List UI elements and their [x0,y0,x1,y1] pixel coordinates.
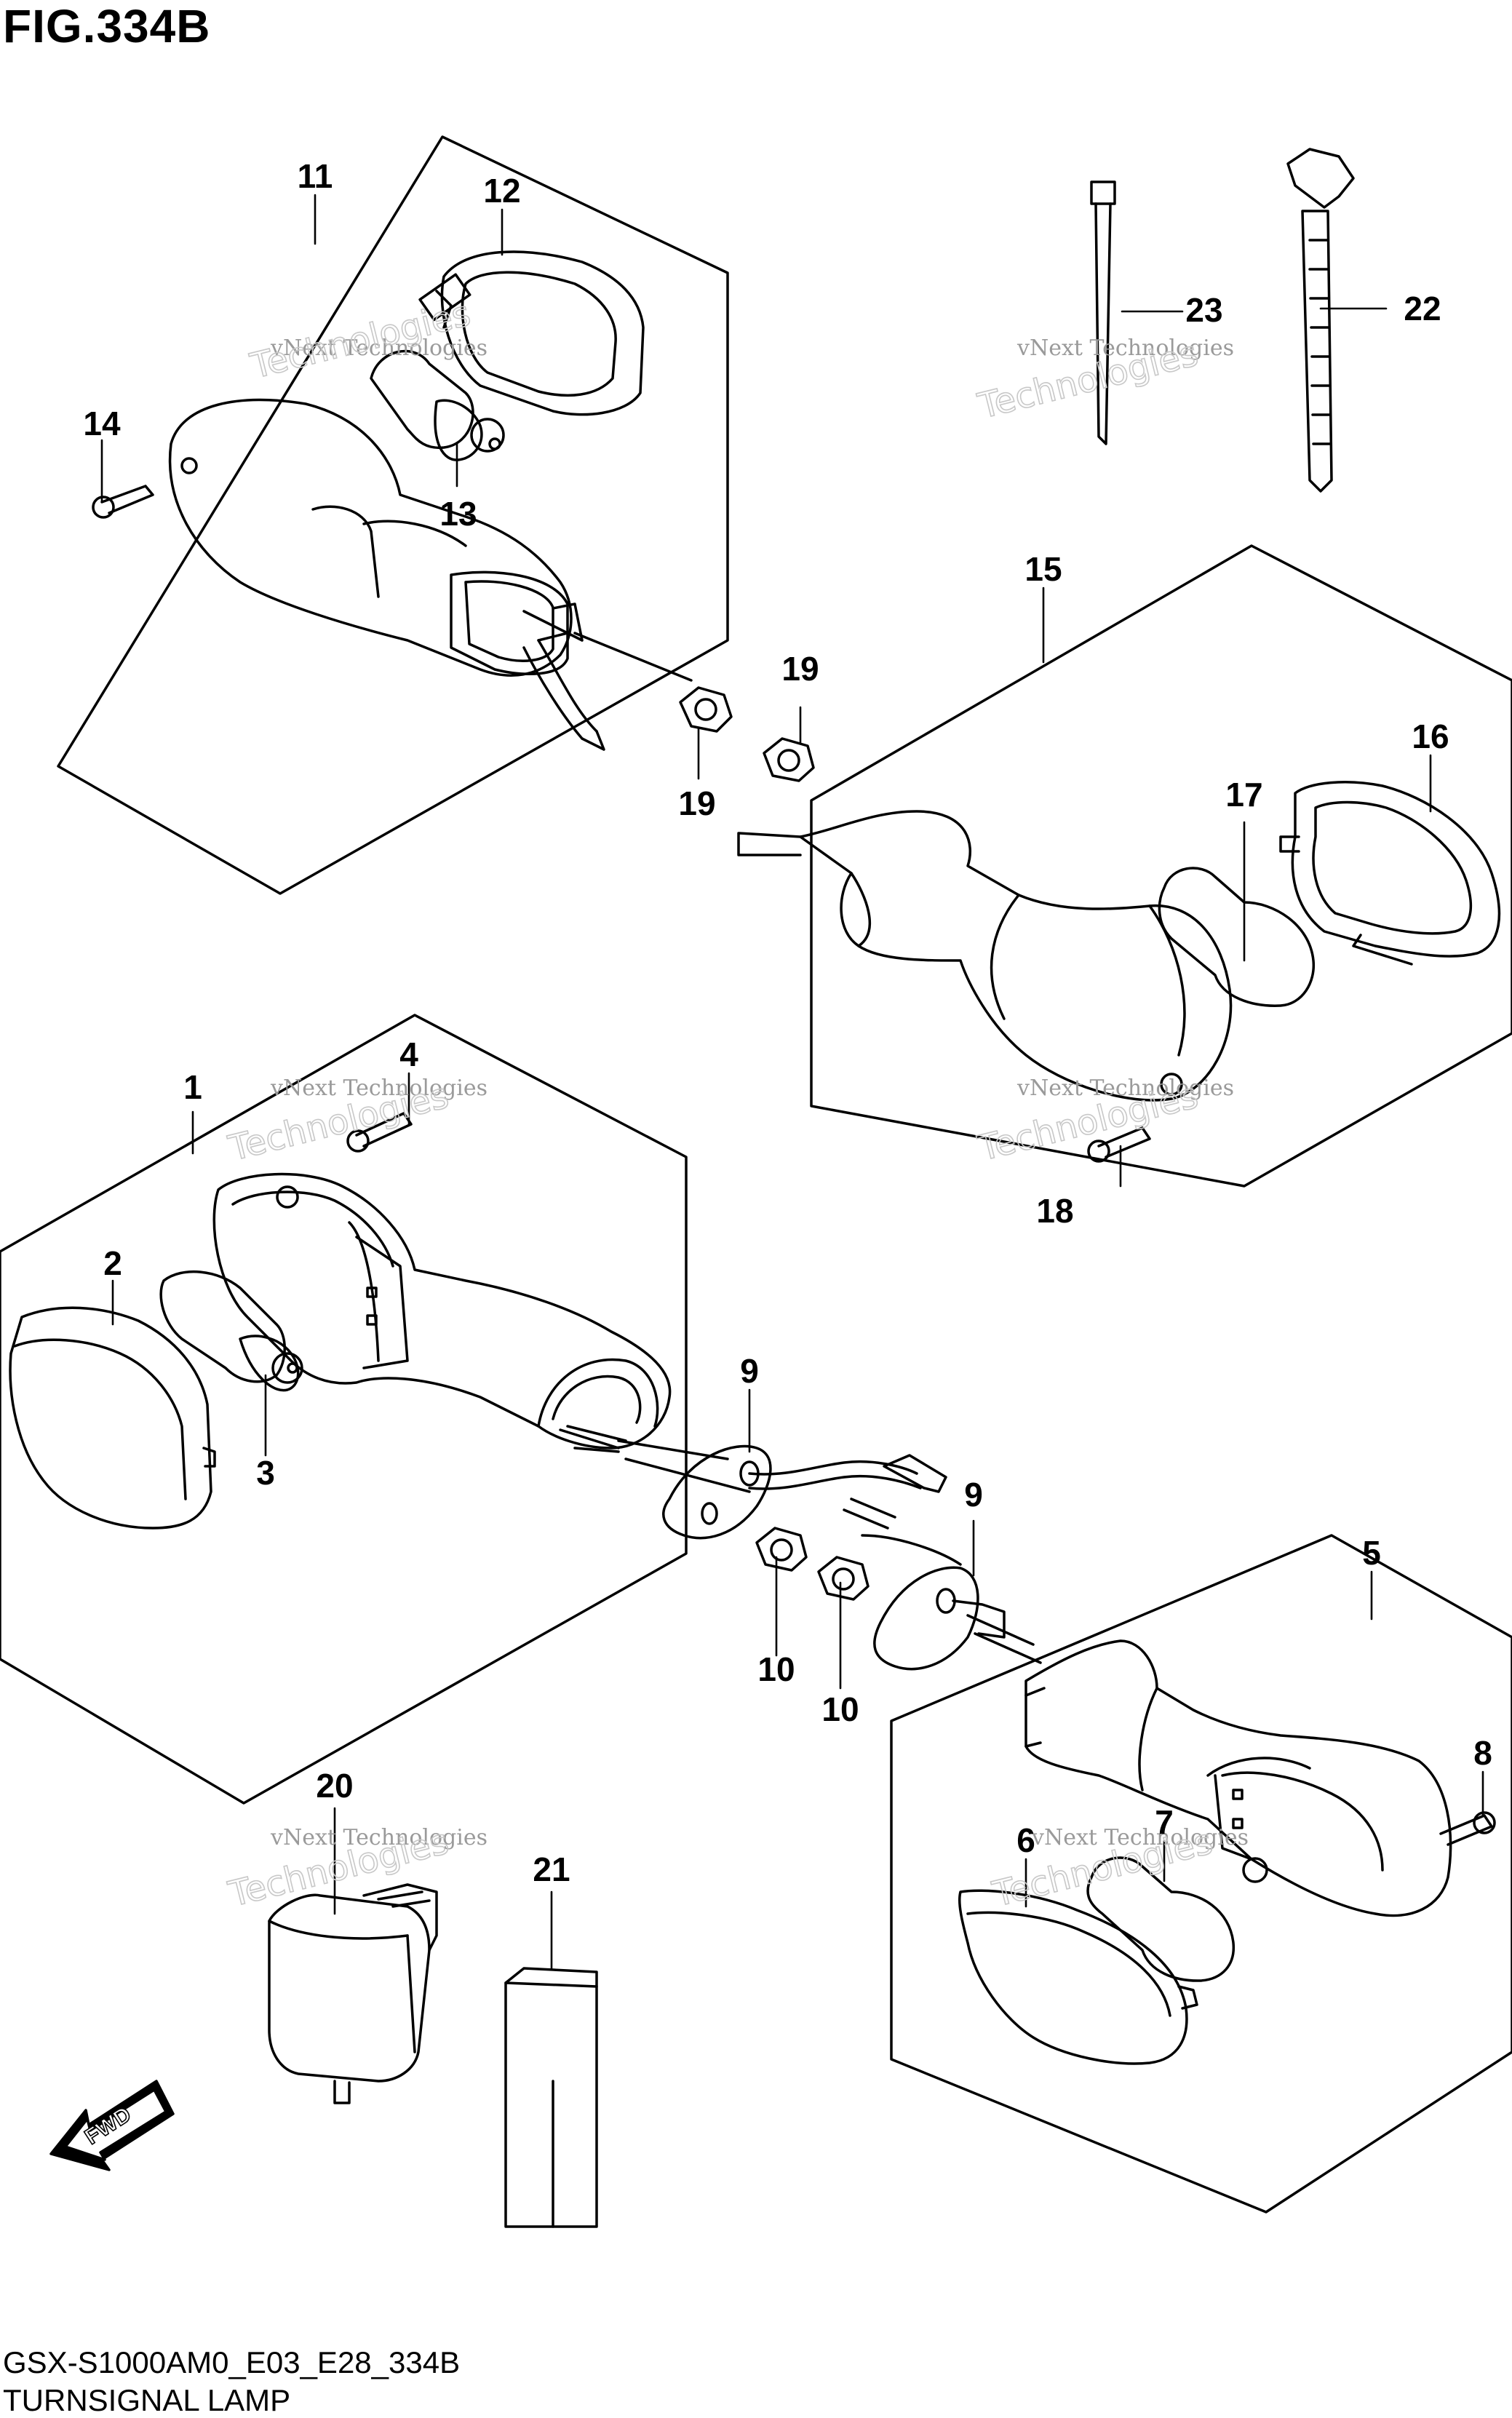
figure-code: GSX-S1000AM0_E03_E28_334B [3,2345,461,2379]
leader-lines [100,194,1484,1970]
callout-4: 4 [399,1035,418,1073]
part-5-housing [1024,1639,1452,1917]
watermark-text: vNext Technologies [270,1825,488,1850]
watermark-text: vNext Technologies [1016,1075,1234,1101]
part-14-screw [92,485,154,519]
part-6-lens [958,1889,1198,2065]
fwd-arrow-icon [49,2080,175,2171]
watermark-group: vNext Technologies Technologies vNext Te… [224,293,1249,1916]
part-15-housing [737,810,1233,1102]
part-9-gasket-right [873,1566,1042,1671]
part-10-nut-right [817,1556,870,1601]
assembly-box-1 [0,1014,688,1805]
part-11-housing [169,398,693,751]
callout-11: 11 [298,157,333,195]
wiring-harness [748,1454,962,1566]
assembly-box-15 [810,544,1512,1188]
part-3-bulb [159,1270,303,1392]
assembly-box-11 [57,135,729,895]
figure-name: TURNSIGNAL LAMP [3,2383,291,2417]
part-4-screw [346,1112,413,1153]
assembly-box-5 [890,1534,1512,2214]
callout-7: 7 [1155,1803,1174,1841]
callout-10-right: 10 [821,1690,859,1728]
part-19-nut-right [763,737,815,782]
watermark-text: vNext Technologies [1016,335,1234,361]
part-23-cable-tie [1090,180,1116,445]
watermark-text: vNext Technologies [270,1075,488,1101]
callout-21: 21 [533,1850,570,1888]
callout-numbers: 11 12 14 13 15 19 19 16 17 18 23 22 1 2 … [83,157,1492,1888]
part-18-screw [1087,1126,1151,1163]
callout-17: 17 [1225,776,1262,814]
part-21-label [504,1967,598,2228]
callout-9-left: 9 [740,1352,759,1390]
callout-19-upper: 19 [781,650,819,688]
callout-20: 20 [316,1767,353,1805]
part-12-lens [418,250,645,416]
callout-18: 18 [1036,1192,1073,1230]
callout-6: 6 [1016,1821,1035,1859]
part-13-bulb [370,349,505,461]
callout-12: 12 [483,172,520,210]
callout-10-left: 10 [757,1650,795,1688]
part-17-bulb [1158,867,1316,1007]
watermark-text: vNext Technologies [270,335,488,361]
callout-13: 13 [439,495,477,533]
part-19-nut-left [679,686,733,733]
part-8-screw [1439,1811,1496,1846]
callout-23: 23 [1185,291,1222,329]
figure-title: FIG.334B [3,0,211,52]
part-1-housing [212,1172,672,1453]
part-20-relay [268,1883,438,2104]
callout-14: 14 [83,405,121,442]
callout-2: 2 [103,1244,122,1282]
callout-1: 1 [183,1068,202,1106]
callout-16: 16 [1412,717,1449,755]
part-16-lens [1279,781,1501,966]
callout-22: 22 [1404,290,1441,327]
part-10-nut-left [755,1527,808,1572]
callout-15: 15 [1024,550,1062,588]
part-7-bulb [1086,1856,1236,1982]
part-9-gasket-left [617,1439,772,1540]
watermark-text: vNext Technologies [1031,1825,1249,1850]
callout-9-right: 9 [964,1476,983,1514]
callout-3: 3 [256,1454,275,1492]
callout-8: 8 [1473,1734,1492,1772]
callout-5: 5 [1362,1534,1381,1572]
part-2-lens [9,1306,216,1530]
part-22-cable-tie [1286,148,1355,493]
callout-19-lower: 19 [678,784,715,822]
